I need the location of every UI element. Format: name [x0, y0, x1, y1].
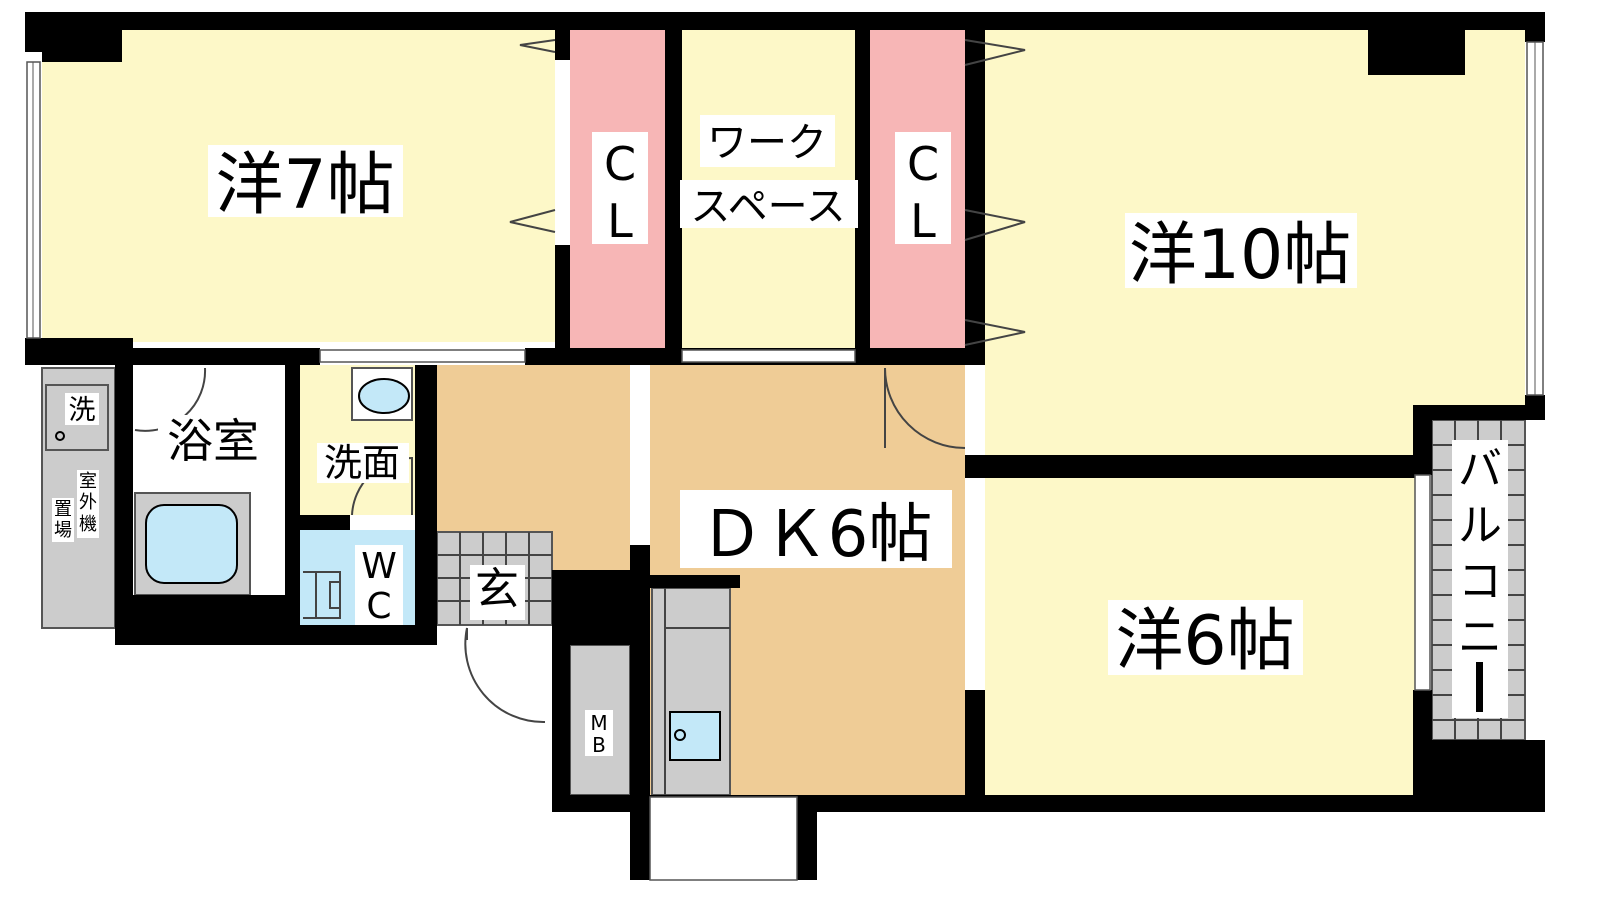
label-mb-b: B: [592, 733, 606, 757]
label-balcony-2: ル: [1458, 500, 1502, 551]
bathtub-basin: [145, 504, 238, 584]
kitchen-counter: [651, 587, 731, 796]
label-western-10: 洋10帖: [1129, 216, 1352, 295]
drain-icon: [55, 431, 65, 441]
label-closet-1-c: C: [604, 137, 636, 191]
label-closet-2-l: L: [910, 194, 936, 248]
label-outdoor-unit-3: 機: [79, 514, 97, 535]
label-outdoor-place-1: 置: [54, 499, 72, 520]
label-western-7: 洋7帖: [215, 146, 394, 225]
label-bathroom: 浴室: [167, 414, 259, 468]
label-closet-2-c: C: [907, 137, 939, 191]
label-washer: 洗: [69, 395, 96, 426]
label-washroom: 洗面: [324, 441, 400, 485]
label-western-6: 洋6帖: [1115, 602, 1294, 681]
label-outdoor-place-2: 場: [54, 520, 72, 541]
label-balcony-5-bar: [1476, 662, 1483, 712]
label-wc-w: W: [361, 546, 397, 587]
toilet-icon: [303, 571, 341, 619]
label-dk: ＤＫ6帖: [700, 498, 933, 572]
label-balcony-3: コ: [1458, 556, 1502, 607]
walls: [25, 12, 1545, 880]
label-mb-m: M: [590, 711, 607, 735]
label-outdoor-unit-2: 外: [79, 492, 97, 513]
washbasin-bowl: [358, 378, 410, 414]
label-balcony-5: ー: [0, 0, 1, 1]
label-workspace-2: スペース: [690, 184, 845, 230]
label-wc-c: C: [366, 586, 391, 627]
kitchen-sink: [669, 711, 721, 761]
label-balcony-4: ニ: [1458, 612, 1502, 663]
label-entrance: 玄: [475, 564, 519, 615]
label-outdoor-unit-1: 室: [79, 471, 97, 492]
windows-and-doors: [26, 39, 1544, 881]
label-closet-1-l: L: [607, 194, 633, 248]
label-workspace-1: ワーク: [707, 120, 827, 166]
label-balcony-1: バ: [1458, 444, 1502, 495]
